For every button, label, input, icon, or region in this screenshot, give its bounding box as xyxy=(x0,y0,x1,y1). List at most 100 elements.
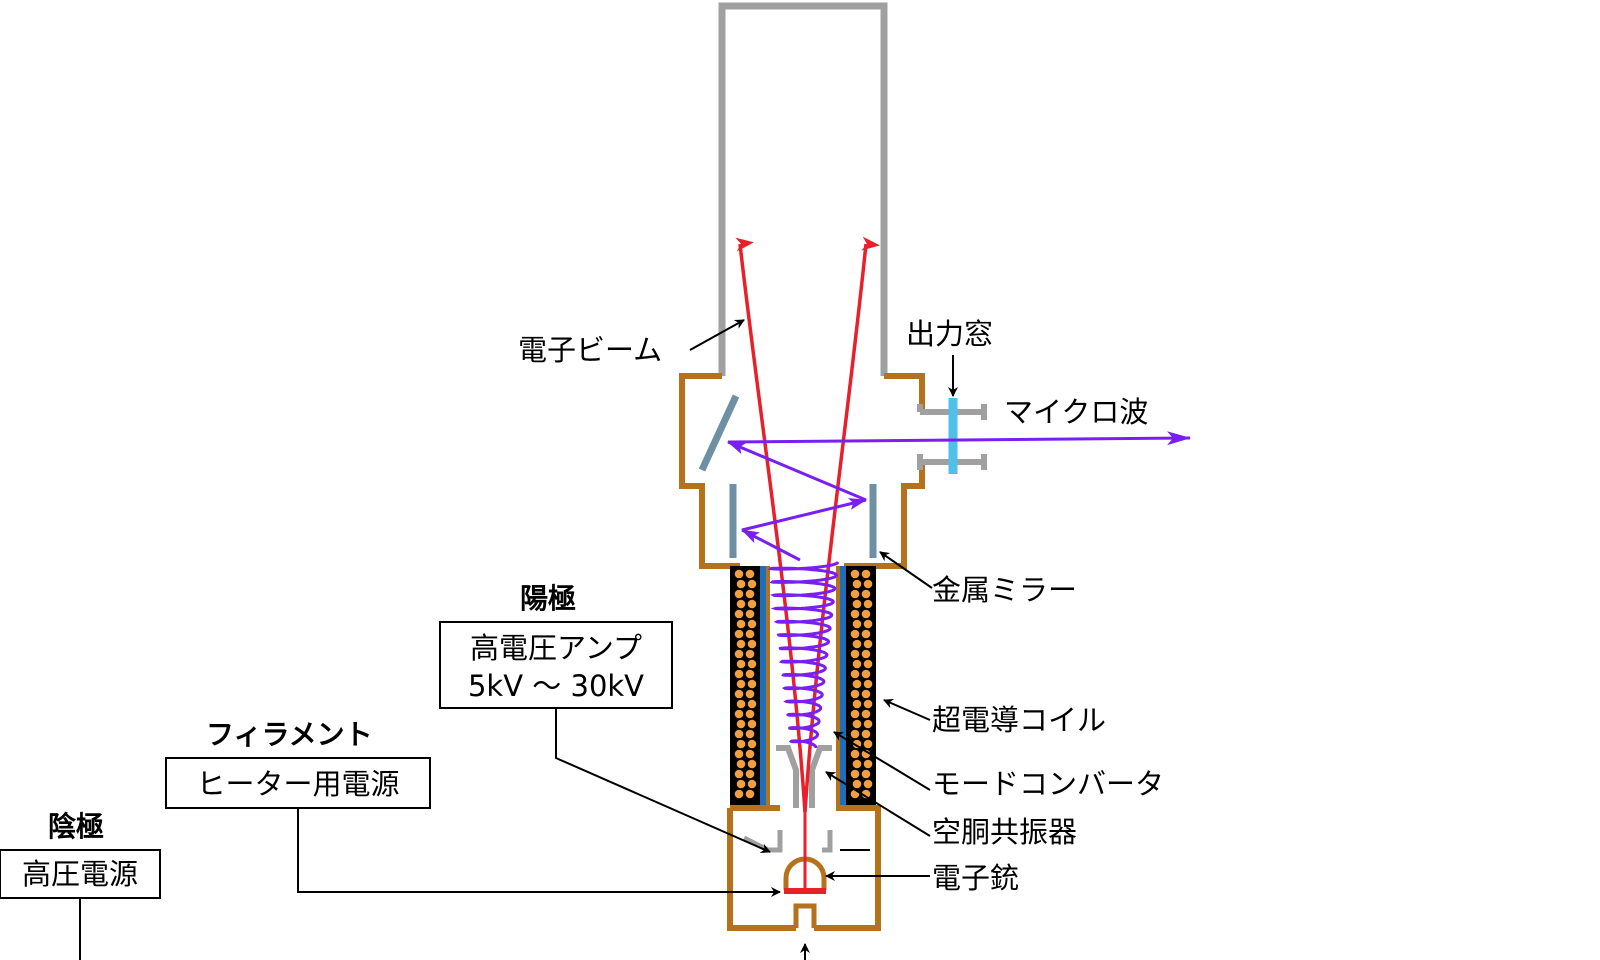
coil-winding-dot xyxy=(736,599,746,609)
coil-winding-dot xyxy=(850,769,860,779)
coil-winding-dot xyxy=(747,619,757,629)
coil-winding-dot xyxy=(736,739,746,749)
coil-winding-dot xyxy=(863,619,873,629)
coil-winding-dot xyxy=(852,719,862,729)
coil-winding-dot xyxy=(850,669,860,679)
coil-winding-dot xyxy=(863,699,873,709)
coil-winding-dot xyxy=(736,759,746,769)
coil-winding-dot xyxy=(863,579,873,589)
coil-winding-dot xyxy=(861,609,871,619)
coil-winding-dot xyxy=(745,789,755,799)
coil-winding-dot xyxy=(863,739,873,749)
coil-winding-dot xyxy=(861,569,871,579)
anode-title: 陽極 xyxy=(520,582,576,615)
label-metal-mirror: 金属ミラー xyxy=(932,573,1077,607)
coil-winding-dot xyxy=(747,779,757,789)
anode-box xyxy=(439,621,673,709)
microwave-path xyxy=(727,431,1191,749)
coil-winding-dot xyxy=(852,779,862,789)
coil-winding-dot xyxy=(747,639,757,649)
coil-winding-dot xyxy=(850,749,860,759)
coil-winding-dot xyxy=(863,779,873,789)
coil-winding-dot xyxy=(734,569,744,579)
coil-winding-dot xyxy=(734,609,744,619)
coil-winding-dot xyxy=(850,589,860,599)
coil-winding-dot xyxy=(747,659,757,669)
coil-winding-dot xyxy=(850,709,860,719)
coil-winding-dot xyxy=(745,729,755,739)
coil-winding-dot xyxy=(850,629,860,639)
coil-winding-dot xyxy=(734,709,744,719)
superconducting-coil-right xyxy=(836,566,876,808)
coil-winding-dot xyxy=(736,579,746,589)
lower-housing xyxy=(727,805,881,931)
label-electron-beam: 電子ビーム xyxy=(518,333,662,367)
coil-winding-dot xyxy=(745,769,755,779)
coil-winding-dot xyxy=(747,679,757,689)
cathode-box-text: 高圧電源 xyxy=(22,857,138,891)
coil-winding-dot xyxy=(736,679,746,689)
label-cavity-resonator: 空胴共振器 xyxy=(932,815,1077,849)
superconducting-coil-left xyxy=(730,566,770,808)
coil-winding-dot xyxy=(736,779,746,789)
coil-winding-dot xyxy=(863,679,873,689)
coil-winding-dot xyxy=(734,589,744,599)
coil-winding-dot xyxy=(850,649,860,659)
coil-winding-dot xyxy=(734,669,744,679)
coil-winding-dot xyxy=(747,719,757,729)
coil-winding-dot xyxy=(861,589,871,599)
coil-winding-dot xyxy=(861,769,871,779)
coil-winding-dot xyxy=(734,649,744,659)
label-electron-gun: 電子銃 xyxy=(932,861,1019,895)
coil-winding-dot xyxy=(861,649,871,659)
filament-title: フィラメント xyxy=(206,718,373,751)
coil-winding-dot xyxy=(745,749,755,759)
cavity-resonator xyxy=(776,745,832,808)
coil-winding-dot xyxy=(850,729,860,739)
coil-winding-dot xyxy=(861,669,871,679)
coil-winding-dot xyxy=(745,589,755,599)
cathode-title: 陰極 xyxy=(48,810,104,843)
coil-winding-dot xyxy=(736,719,746,729)
output-window xyxy=(917,398,987,474)
coil-winding-dot xyxy=(863,599,873,609)
coil-winding-dot xyxy=(863,639,873,649)
tilted-mirror xyxy=(698,394,740,472)
coil-winding-dot xyxy=(861,629,871,639)
anode-grid xyxy=(742,830,870,853)
coil-winding-dot xyxy=(745,669,755,679)
coil-winding-dot xyxy=(852,599,862,609)
anode-box-line1: 高電圧アンプ xyxy=(470,631,642,665)
coil-winding-dot xyxy=(745,649,755,659)
coil-winding-dot xyxy=(736,659,746,669)
coil-winding-dot xyxy=(861,729,871,739)
coil-winding-dot xyxy=(863,759,873,769)
coil-winding-dot xyxy=(745,569,755,579)
coil-winding-dot xyxy=(736,639,746,649)
label-superconducting-coil: 超電導コイル xyxy=(932,703,1106,737)
leader-lines xyxy=(79,319,958,960)
coil-winding-dot xyxy=(861,689,871,699)
coil-winding-dot xyxy=(745,609,755,619)
coil-winding-dot xyxy=(745,709,755,719)
coil-winding-dot xyxy=(863,719,873,729)
label-mode-converter: モードコンバータ xyxy=(932,767,1164,801)
coil-winding-dot xyxy=(747,579,757,589)
coil-winding-dot xyxy=(852,699,862,709)
coil-winding-dot xyxy=(736,619,746,629)
cathode-box xyxy=(0,849,161,899)
coil-winding-dot xyxy=(745,689,755,699)
anode-box-line2: 5kV ～ 30kV xyxy=(468,669,644,703)
coil-winding-dot xyxy=(852,659,862,669)
coil-winding-dot xyxy=(747,739,757,749)
coil-winding-dot xyxy=(852,579,862,589)
filament-box xyxy=(165,757,431,809)
filament-box-text: ヒーター用電源 xyxy=(196,767,399,801)
label-output-window: 出力窓 xyxy=(906,317,993,351)
coil-winding-dot xyxy=(734,789,744,799)
coil-winding-dot xyxy=(863,659,873,669)
coil-winding-dot xyxy=(852,679,862,689)
coil-winding-dot xyxy=(850,569,860,579)
upper-housing xyxy=(679,373,925,569)
